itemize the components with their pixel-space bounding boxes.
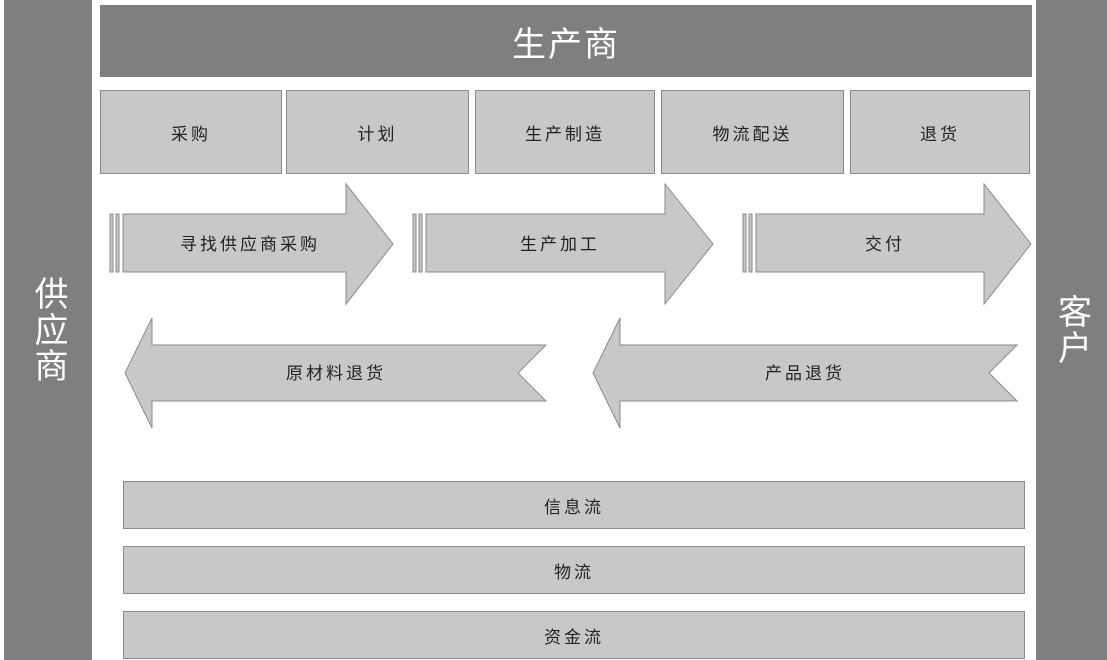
function-box-returns: 退货: [850, 90, 1030, 174]
flow-label: 资金流: [544, 627, 604, 648]
function-box-logistics: 物流配送: [661, 90, 844, 174]
function-label: 采购: [171, 124, 211, 145]
function-label: 生产制造: [525, 124, 605, 145]
function-label: 退货: [920, 124, 960, 145]
producer-header: 生产商: [100, 5, 1032, 77]
function-label: 物流配送: [712, 124, 793, 145]
forward-arrow-sourcing: 寻找供应商采购: [109, 182, 394, 306]
flow-label: 物流: [554, 562, 594, 583]
flow-bar-information: 信息流: [123, 481, 1025, 529]
customer-label: 客户: [1051, 294, 1092, 366]
function-label: 计划: [357, 124, 398, 145]
function-box-manufacturing: 生产制造: [475, 90, 655, 174]
arrow-label: 寻找供应商采购: [180, 235, 320, 255]
supplier-panel: 供应商: [4, 0, 92, 660]
flow-label: 信息流: [544, 497, 604, 518]
forward-arrow-production: 生产加工: [412, 182, 714, 306]
arrow-label: 交付: [865, 235, 905, 255]
arrow-label: 原材料退货: [286, 364, 386, 384]
supplier-label: 供应商: [28, 276, 69, 384]
return-arrow-raw-materials: 原材料退货: [124, 317, 548, 429]
forward-arrow-delivery: 交付: [742, 182, 1032, 306]
function-box-planning: 计划: [286, 90, 469, 174]
flow-bar-logistics: 物流: [123, 546, 1025, 594]
arrow-label: 生产加工: [520, 235, 600, 255]
arrow-label: 产品退货: [765, 364, 845, 384]
return-arrow-products: 产品退货: [592, 317, 1019, 429]
producer-label: 生产商: [512, 24, 620, 65]
customer-panel: 客户: [1036, 0, 1107, 660]
flow-bar-capital: 资金流: [123, 611, 1025, 659]
function-box-procurement: 采购: [100, 90, 282, 174]
